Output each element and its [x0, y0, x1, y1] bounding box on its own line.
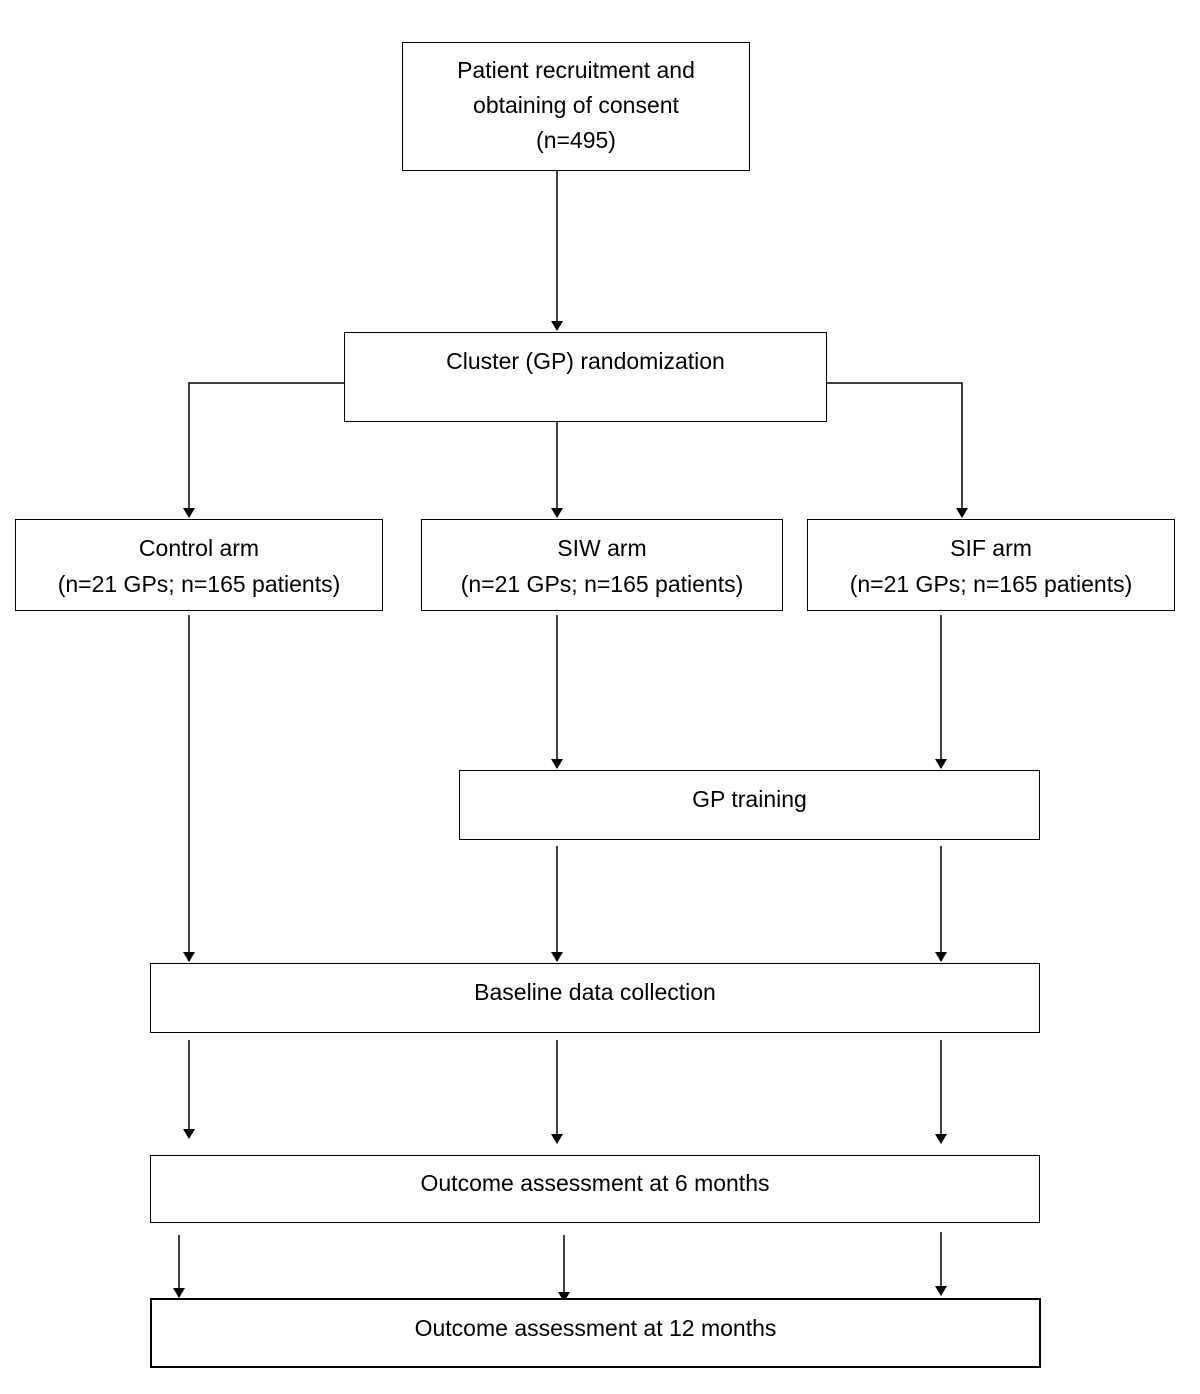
recruitment-box: Patient recruitment and obtaining of con… [402, 42, 750, 171]
sif-arm-box: SIF arm (n=21 GPs; n=165 patients) [807, 519, 1175, 611]
recruitment-line-2: obtaining of consent [473, 92, 679, 118]
baseline-box: Baseline data collection [150, 963, 1040, 1033]
siw-arm-title: SIW arm [557, 535, 647, 561]
control-arm-title: Control arm [138, 535, 260, 561]
outcome-6-months-box: Outcome assessment at 6 months [150, 1155, 1040, 1223]
sif-arm-title: SIF arm [950, 535, 1032, 561]
gp-training-box: GP training [459, 770, 1040, 840]
recruitment-line-3: (n=495) [536, 127, 616, 153]
outcome-12-months-label: Outcome assessment at 12 months [414, 1315, 777, 1341]
recruitment-line-1: Patient recruitment and [457, 57, 695, 83]
randomization-box: Cluster (GP) randomization [344, 332, 827, 422]
sif-arm-detail: (n=21 GPs; n=165 patients) [849, 571, 1133, 597]
arrow-to-sif [827, 382, 968, 518]
siw-arm-detail: (n=21 GPs; n=165 patients) [460, 571, 744, 597]
control-arm-detail: (n=21 GPs; n=165 patients) [57, 571, 341, 597]
outcome-12-months-box: Outcome assessment at 12 months [150, 1298, 1041, 1368]
siw-arm-box: SIW arm (n=21 GPs; n=165 patients) [421, 519, 783, 611]
gp-training-label: GP training [692, 786, 807, 812]
baseline-label: Baseline data collection [474, 979, 716, 1005]
outcome-6-months-label: Outcome assessment at 6 months [420, 1170, 770, 1196]
control-arm-box: Control arm (n=21 GPs; n=165 patients) [15, 519, 383, 611]
randomization-label: Cluster (GP) randomization [446, 348, 725, 374]
arrow-to-control [183, 382, 344, 518]
